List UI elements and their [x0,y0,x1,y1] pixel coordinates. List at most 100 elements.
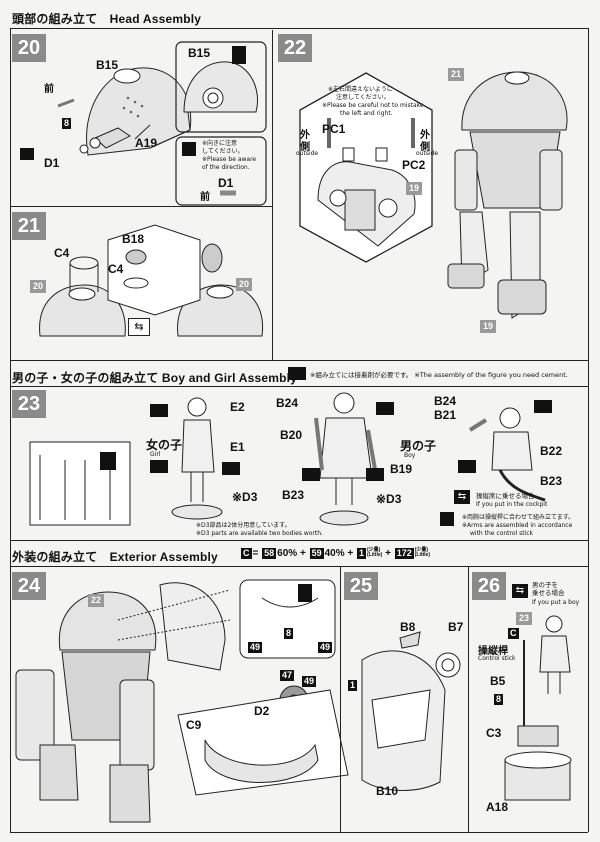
outside-label: 側 [300,142,310,153]
cement-icon [182,142,196,156]
section-title-exterior: 外装の組み立て Exterior Assembly [12,550,218,564]
part-label: B23 [540,474,563,488]
part-label: C4 [54,246,70,260]
color-tag: 1 [348,680,358,691]
divider [340,566,341,832]
step-number: 21 [12,212,46,240]
divider [10,832,588,833]
section-title-head: 頭部の組み立て Head Assembly [12,12,202,26]
direction-note: of the direction. [202,164,250,171]
part-label: A18 [486,800,509,814]
part-label: B10 [376,784,399,798]
cement-note: ※組み立てには接着剤が必要です。 ※The assembly of the fi… [310,371,568,379]
control-stick-label: Control stick [478,655,516,662]
step-ref-tag: 22 [88,594,105,607]
step-number: 26 [472,572,506,600]
step-number: 20 [12,34,46,62]
divider [10,28,11,832]
figure-label: Girl [150,451,161,458]
paint-icon [458,460,476,473]
color-tag: 49 [318,642,333,653]
repeat-arrows-icon: ⇆ [128,318,150,336]
color-58: 58 [262,548,277,559]
color-172: 172 [394,548,414,559]
paint-icon [150,460,168,473]
boy-note: 乗せる場合 [532,589,565,597]
step-ref-tag: 20 [236,278,253,291]
outside-label: 外 [420,130,430,141]
paint-stripes-icon [100,452,116,470]
part-label: C4 [108,262,124,276]
divider [588,28,589,832]
outside-label: 外 [300,130,310,141]
step-ref-tag: 23 [516,612,533,625]
paint-icon [534,400,552,413]
color-tag: 49 [248,642,263,653]
color-tag: 8 [284,628,294,639]
paint-stripes-icon [232,46,246,64]
figure-label: 女の子 [146,438,183,452]
part-label: B15 [96,58,119,72]
part-label: ※D3 [376,492,402,506]
part-label: B18 [122,232,145,246]
cockpit-note: 操縦席に乗せる場合 [476,492,535,500]
cockpit-note: If you put in the cockpit [476,501,548,508]
step-ref-tag: 20 [30,280,47,293]
mistake-note: 注意してください。 [336,94,390,101]
paint-stripes-icon [298,584,312,602]
color-1: 1 [357,548,367,559]
color-59: 59 [309,548,324,559]
outside-label: outside [416,150,439,157]
paint-icon [366,468,384,481]
step-ref-tag: 21 [448,68,465,81]
mistake-note: the left and right. [340,110,393,117]
outside-label: outside [296,150,319,157]
step-number: 22 [278,34,312,62]
cement-icon [288,367,306,380]
divider [10,540,588,541]
part-label: PC2 [402,158,426,172]
paint-code: C [241,548,252,559]
divider [10,566,588,567]
part-label: B7 [448,620,464,634]
direction-note: ※Please be aware [202,156,257,163]
part-label: A19 [135,136,158,150]
part-label: B22 [540,444,563,458]
part-label: ※D3 [232,490,258,504]
d3-note: ※D3 parts are available two bodies worth… [196,530,323,537]
part-label: B20 [280,428,303,442]
part-label: B15 [188,46,211,60]
part-label: B23 [282,488,305,502]
part-label: B24 [434,394,457,408]
boy-note: If you put a boy [532,599,580,606]
part-label: B19 [390,462,413,476]
part-label: D1 [44,156,60,170]
divider [272,30,273,360]
step-ref-tag: 19 [480,320,497,333]
part-label: B24 [276,396,299,410]
step-number: 25 [344,572,378,600]
direction-note: ※向きに注意 [202,140,238,147]
arms-note: ※Arms are assembled in accordance [462,522,573,529]
part-label: B21 [434,408,457,422]
divider [10,360,588,361]
divider [468,566,469,832]
cement-icon [20,148,34,160]
color-tag: 8 [494,694,504,705]
paint-icon [376,402,394,415]
part-label: D1 [218,176,234,190]
part-label: D2 [254,704,270,718]
divider [10,386,588,387]
step-ref-tag: 19 [406,182,423,195]
paint-icon [222,462,240,475]
direction-note: してください。 [202,148,244,155]
paint-code-tag: C [508,628,519,639]
boy-note: 男の子を [532,581,558,589]
front-label: 前 [200,192,210,203]
mistake-note: ※左右間違えないように [328,86,393,93]
arms-note: ※両腕は操縦桿に合わせて組み立てます。 [462,514,575,521]
part-label: E2 [230,400,245,414]
front-label: 前 [44,84,54,95]
